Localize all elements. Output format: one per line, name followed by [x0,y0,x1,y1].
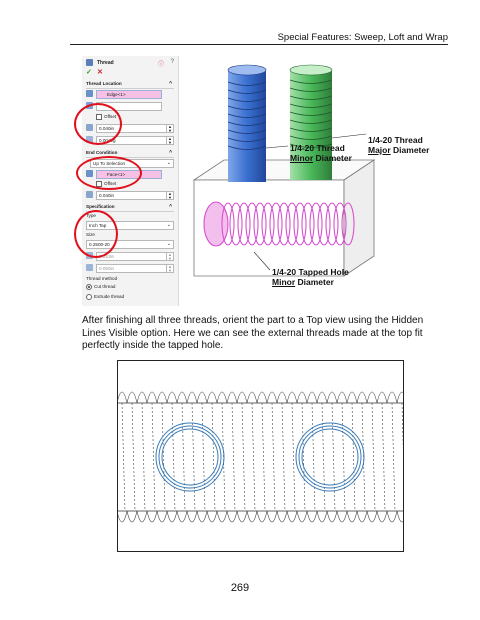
thread-property-manager: Thread ⓘ ? ✓ ✕ Thread Location ^ Edge<1>… [74,56,179,306]
callout-major-thread-line1: 1/4-20 Thread [368,135,423,145]
top-view-figure [116,360,408,552]
leader-minor-thread [265,145,289,149]
header-title: Special Features: Sweep, Loft and Wrap [277,32,448,43]
pitch-icon [86,264,93,271]
chevron-down-icon[interactable]: ⌄ [166,160,171,166]
leader-major-thread [331,133,367,139]
callout-minor-word: Minor [290,152,314,163]
green-stud [290,70,332,180]
green-stud-threads [289,79,333,148]
thread-icon [86,59,93,66]
thread-method-label-row: Thread method [86,276,174,282]
callout-minor-thread-line1: 1/4-20 Thread [290,143,345,153]
edge-selection-row: Edge<1> [86,90,174,99]
extrude-thread-row[interactable]: Extrude thread [86,294,174,301]
header-rule [70,44,448,45]
pm-title: Thread [97,60,114,66]
callout-minor-rest: Diameter [313,152,352,163]
callout-major-rest: Diameter [390,144,430,155]
section-thread-location[interactable]: Thread Location ^ [86,81,174,89]
offset-spinner[interactable]: ▲▼ [166,125,173,132]
chevron-down-icon[interactable]: ⌄ [166,241,171,247]
blue-stud [228,70,266,182]
pitch-value: 0.050in [99,266,115,271]
extrude-thread-label: Extrude thread [94,294,125,300]
edge-selection-field[interactable]: Edge<1> [96,90,162,99]
info-icon[interactable]: ⓘ [157,62,164,68]
blue-stud-top [227,64,267,76]
check-icon[interactable]: ✓ [86,69,92,76]
leader-tapped-hole [253,251,271,271]
section-end-condition-label: End Condition [86,150,118,155]
callout-major-thread-line2: Major Diameter [368,144,430,156]
highlight-circle-offset [74,103,122,145]
pm-action-buttons: ✓ ✕ [86,69,174,77]
green-stud-top [289,64,333,76]
pitch-spinner[interactable]: ▲▼ [166,265,173,272]
highlight-circle-end-face [76,156,142,190]
callout-major-word: Major [368,144,391,155]
angle-spinner[interactable]: ▲▼ [166,137,173,144]
extrude-thread-radio[interactable] [86,294,92,300]
end-offset-distance-value: 0.040in [99,193,115,198]
diameter-spinner[interactable]: ▲▼ [166,253,173,260]
section-specification[interactable]: Specification ^ [86,204,174,212]
callout-tapped-minor-word: Minor [272,276,296,287]
callout-tapped-hole-line2: Minor Diameter [272,276,349,288]
callout-minor-thread: 1/4-20 Thread Minor Diameter [290,143,352,164]
cut-thread-label: Cut thread [94,284,116,290]
page-number: 269 [230,582,250,594]
end-offset-distance-row: 0.040in ▲▼ [86,191,174,200]
pm-title-bar: Thread ⓘ ? [86,59,174,68]
blue-stud-threads [227,81,267,150]
model-viewport: 1/4-20 Thread Minor Diameter 1/4-20 Thre… [178,56,450,306]
callout-major-thread: 1/4-20 Thread Major Diameter [368,135,430,156]
chevron-up-icon[interactable]: ^ [169,204,172,210]
block-top-face [192,159,376,181]
cut-thread-row[interactable]: Cut thread [86,284,174,291]
cut-thread-radio[interactable] [86,284,92,290]
pitch-input[interactable]: 0.050in ▲▼ [96,264,174,273]
block-side-face [343,159,375,277]
pitch-row: 0.050in ▲▼ [86,264,174,273]
highlight-circle-type-size [74,210,118,258]
callout-tapped-hole-line1: 1/4-20 Tapped Hole [272,267,349,277]
top-view-hidden-lines [116,391,408,523]
edge-icon [86,90,93,97]
section-specification-label: Specification [86,204,115,209]
callout-tapped-rest: Diameter [295,276,334,287]
tapped-hole-helix [203,201,355,247]
thread-method-label: Thread method [86,276,118,281]
section-thread-location-label: Thread Location [86,81,122,86]
end-offset-distance-input[interactable]: 0.040in ▲▼ [96,191,174,200]
callout-minor-thread-line2: Minor Diameter [290,152,352,164]
end-offset-spinner[interactable]: ▲▼ [166,192,173,199]
close-icon[interactable]: ✕ [97,69,103,76]
hidden-thread-lines [116,391,408,523]
body-paragraph: After finishing all three threads, orien… [82,315,424,351]
diameter-value: 0.253in [99,254,115,259]
chevron-up-icon[interactable]: ^ [169,81,172,87]
help-icon[interactable]: ? [170,59,174,65]
external-thread-circles [155,422,365,492]
section-end-condition[interactable]: End Condition ^ [86,150,174,158]
chevron-down-icon[interactable]: ⌄ [166,222,171,228]
callout-tapped-hole: 1/4-20 Tapped Hole Minor Diameter [272,267,349,288]
chevron-up-icon[interactable]: ^ [169,150,172,156]
threaded-block-model [192,64,376,277]
distance-icon [86,191,93,198]
